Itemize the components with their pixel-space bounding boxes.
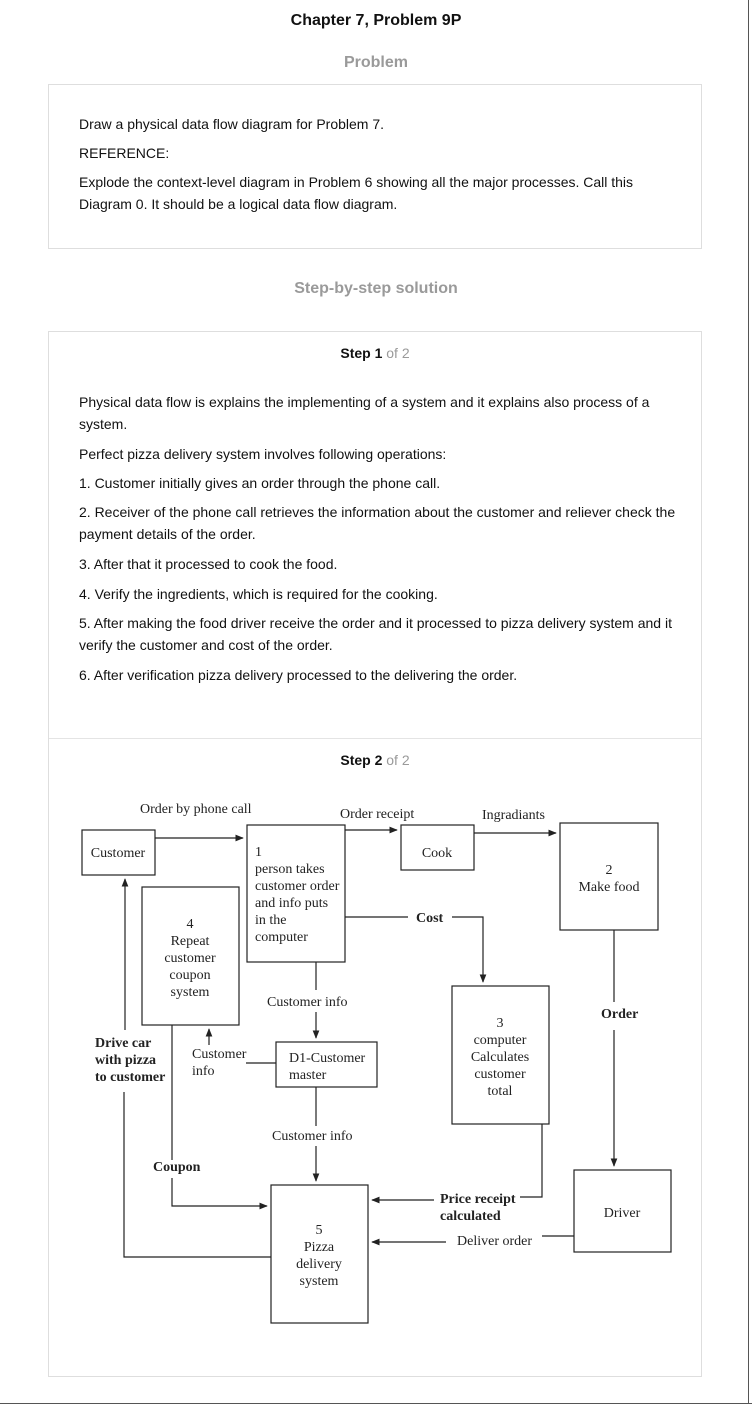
process-3-text: total (488, 1084, 513, 1099)
driver-entity-label: Driver (604, 1206, 641, 1221)
process-1-text: and info puts (255, 896, 328, 911)
problem-heading: Problem (343, 54, 408, 71)
process-5-text: system (300, 1274, 339, 1289)
step-1-item: 5. After making the food driver receive … (79, 615, 672, 653)
process-2-text: 2 (606, 863, 613, 878)
page-title: Chapter 7, Problem 9P (290, 12, 462, 29)
step-1-title: Step 1 (340, 345, 383, 361)
step-1-item: 1. Customer initially gives an order thr… (79, 475, 441, 491)
flow-label-price-receipt: calculated (440, 1209, 501, 1224)
customer-entity-box (81, 829, 156, 876)
flow-label-customer-info: Customer info (272, 1129, 353, 1144)
flow-label-customer-info: Customer info (267, 995, 348, 1010)
problem-line-1: Draw a physical data flow diagram for Pr… (79, 116, 385, 132)
flow-label-deliver-order: Deliver order (457, 1234, 532, 1249)
solution-box (48, 331, 702, 1377)
step-1-count: of 2 (386, 345, 410, 361)
process-4-text: Repeat (171, 934, 210, 949)
flow-label-order-by-phone: Order by phone call (140, 802, 252, 817)
process-4-text: coupon (169, 968, 210, 983)
flow-label-order-receipt: Order receipt (340, 807, 414, 822)
data-store-text: D1-Customer (289, 1051, 366, 1066)
flow-label-customer-info: Customer (192, 1047, 247, 1062)
process-3-text: computer (474, 1033, 527, 1048)
process-3-text: customer (474, 1067, 526, 1082)
process-3-text: 3 (497, 1016, 504, 1031)
page-right-border (748, 0, 749, 1404)
flow-cost-line-b (452, 916, 487, 983)
customer-entity-label: Customer (91, 846, 146, 861)
step-2-title: Step 2 (340, 752, 383, 768)
process-3-text: Calculates (471, 1050, 529, 1065)
step-1-intro: Physical data flow is explains the imple… (79, 394, 650, 432)
step-1-item: 6. After verification pizza delivery pro… (79, 667, 518, 683)
step-1-item: 4. Verify the ingredients, which is requ… (79, 586, 438, 602)
process-1-text: customer order (255, 879, 340, 894)
process-4-text: system (171, 985, 210, 1000)
flow-drive-car-line-b (123, 1092, 271, 1258)
cook-entity-box (400, 824, 475, 871)
process-4-box (141, 886, 240, 1026)
problem-box (48, 84, 702, 249)
solution-heading: Step-by-step solution (294, 280, 458, 297)
step-1-item: 2. Receiver of the phone call retrieves … (79, 504, 676, 542)
flow-label-price-receipt: Price receipt (440, 1192, 516, 1207)
process-3-box (451, 985, 550, 1125)
flow-label-coupon: Coupon (153, 1160, 201, 1175)
process-5-text: 5 (316, 1223, 323, 1238)
process-5-box (270, 1184, 369, 1324)
process-1-text: computer (255, 930, 308, 945)
process-4-text: 4 (187, 917, 194, 932)
step-1-item: 3. After that it processed to cook the f… (79, 556, 338, 572)
flow-label-drive-car: with pizza (95, 1053, 156, 1068)
process-1-text: person takes (255, 862, 325, 877)
data-store-text: master (289, 1068, 327, 1083)
step-2-count: of 2 (386, 752, 410, 768)
process-1-text: 1 (255, 845, 262, 860)
step-1-label: Step 1 of 2 (48, 345, 702, 361)
process-5-text: Pizza (304, 1240, 335, 1255)
step-2-label: Step 2 of 2 (48, 752, 702, 768)
flow-coupon-line-b (171, 1178, 268, 1210)
flow-price-line-a (520, 1124, 543, 1198)
data-store-box (275, 1041, 378, 1088)
problem-line-3: Explode the context-level diagram in Pro… (79, 174, 634, 212)
process-1-box (246, 824, 346, 963)
step-1-ops-intro: Perfect pizza delivery system involves f… (79, 446, 447, 462)
flow-label-drive-car: to customer (95, 1070, 165, 1085)
step-divider (49, 738, 701, 739)
cook-entity-label: Cook (422, 846, 452, 861)
flow-label-drive-car: Drive car (95, 1036, 151, 1051)
flow-label-ingradiants: Ingradiants (482, 808, 545, 823)
process-5-text: delivery (296, 1257, 342, 1272)
driver-entity-box (573, 1169, 672, 1253)
process-2-text: Make food (578, 880, 639, 895)
process-1-text: in the (255, 913, 287, 928)
flow-label-cost: Cost (416, 911, 444, 926)
flow-label-customer-info: info (192, 1064, 215, 1079)
flow-label-order: Order (601, 1007, 638, 1022)
process-2-box (559, 822, 659, 931)
process-4-text: customer (164, 951, 216, 966)
problem-line-2: REFERENCE: (79, 145, 170, 161)
